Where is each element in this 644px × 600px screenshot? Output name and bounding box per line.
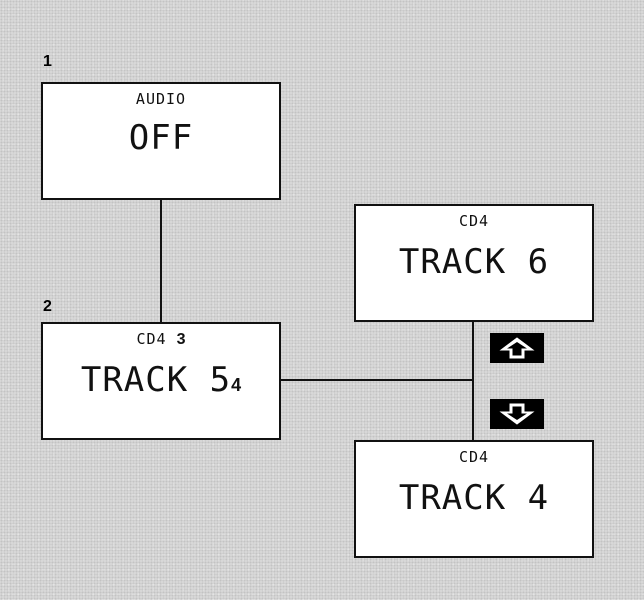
up-arrow-icon [499,337,535,359]
audio-label: AUDIO [135,90,187,108]
prev-disc-label: CD4 [458,448,490,466]
current-track-value: TRACK 5 [80,360,232,400]
audio-value: OFF [128,118,194,158]
current-disc-label: CD4 [136,330,167,348]
next-track-box: CD4 TRACK 6 [354,204,594,322]
track-up-button[interactable] [490,333,544,363]
step-marker-3: 3 [176,331,186,348]
next-disc-label: CD4 [458,212,490,230]
track-down-button[interactable] [490,399,544,429]
current-track-box: CD4 3 TRACK 54 [41,322,281,440]
step-marker-2: 2 [43,298,52,315]
down-arrow-icon [499,403,535,425]
prev-track-box: CD4 TRACK 4 [354,440,594,558]
next-track-value: TRACK 6 [398,242,550,282]
prev-track-value: TRACK 4 [398,478,550,518]
step-marker-1: 1 [43,53,52,70]
step-marker-4: 4 [231,375,242,395]
audio-display-box: AUDIO OFF [41,82,281,200]
